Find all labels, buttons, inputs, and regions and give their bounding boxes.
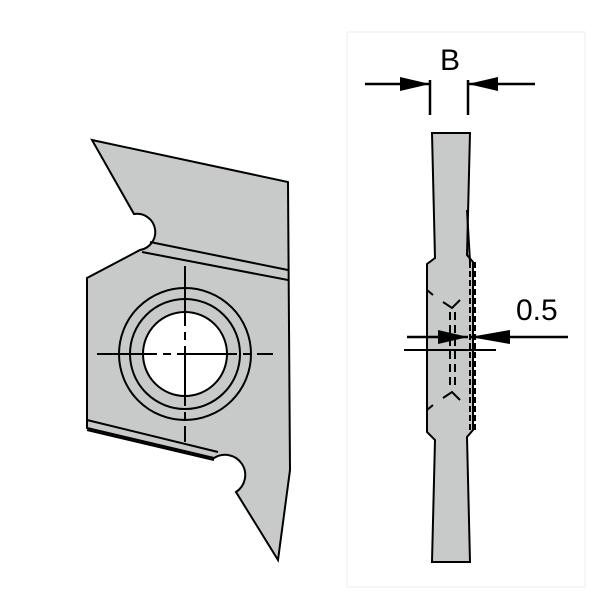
lower-edge-line xyxy=(86,419,219,453)
arrowhead-left xyxy=(470,330,510,344)
side-view-panel xyxy=(346,31,586,588)
dimension-offset xyxy=(404,330,568,351)
lower-edge-line-2 xyxy=(86,429,215,461)
dimension-b xyxy=(365,77,535,115)
dimension-offset-label: 0.5 xyxy=(516,294,558,327)
upper-edge-line xyxy=(149,241,289,271)
front-view xyxy=(86,138,292,563)
upper-edge-line-2 xyxy=(141,251,289,281)
tick-mark xyxy=(426,289,434,296)
tick-mark-2 xyxy=(426,404,434,411)
chamfer-marks xyxy=(442,299,461,401)
edge-line xyxy=(466,209,471,263)
side-view xyxy=(426,132,476,563)
dimension-b-label: B xyxy=(440,44,460,77)
insert-profile xyxy=(426,132,474,563)
arrowhead-right xyxy=(438,330,468,344)
arrowhead-left xyxy=(468,77,498,91)
arrowhead-right xyxy=(400,77,430,91)
